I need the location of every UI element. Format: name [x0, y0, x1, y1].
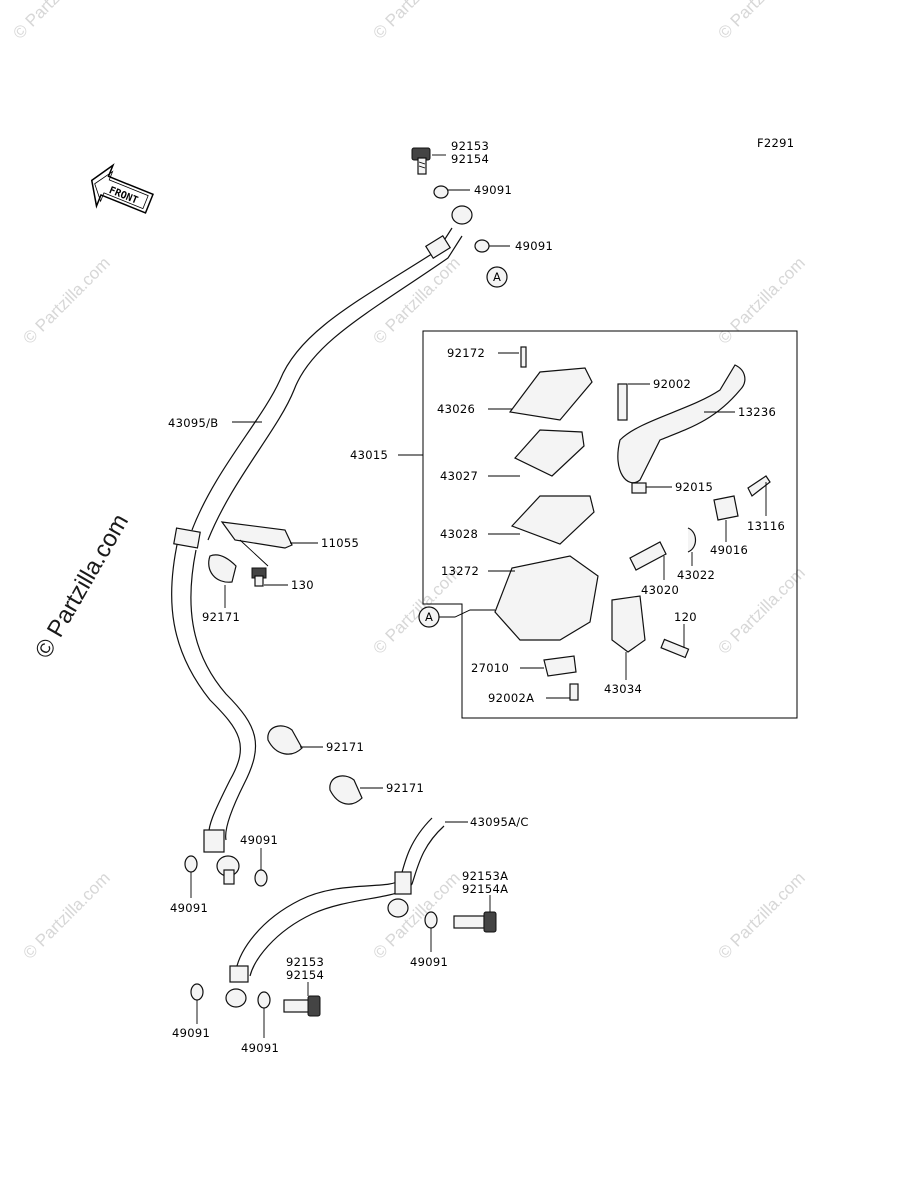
- banjo-bolt-top: [411, 147, 431, 175]
- watermark: © Partzilla.com: [19, 868, 113, 962]
- hose-clamp-c: [329, 775, 363, 805]
- label-43028: 43028: [440, 527, 478, 541]
- watermark: © Partzilla.com: [19, 253, 113, 347]
- label-130: 130: [291, 578, 314, 592]
- holder-43034: [611, 595, 646, 653]
- label-92172: 92172: [447, 346, 485, 360]
- label-49091: 49091: [410, 955, 448, 969]
- callout-a-top-label: A: [493, 270, 501, 284]
- bolt-120: [660, 638, 690, 659]
- label-43095-a-c: 43095A/C: [470, 815, 529, 829]
- label-92153a: 92153A: [462, 869, 508, 883]
- watermark: © Partzilla.com: [714, 0, 808, 43]
- label-13236: 13236: [738, 405, 776, 419]
- master-cylinder-body: [494, 555, 599, 641]
- front-arrow-icon: FRONT: [90, 163, 154, 214]
- label-43022: 43022: [677, 568, 715, 582]
- banjo-bolt-lower-right: [453, 911, 497, 933]
- watermark: © Partzilla.com: [714, 563, 808, 657]
- label-92153: 92153: [451, 139, 489, 153]
- callout-a-box-label: A: [425, 610, 433, 624]
- label-43027: 43027: [440, 469, 478, 483]
- callout-a-top: [486, 266, 508, 288]
- washer-top-a: [433, 185, 449, 199]
- label-49091: 49091: [172, 1026, 210, 1040]
- brake-hose-lower: [225, 817, 445, 1008]
- label-43034: 43034: [604, 682, 642, 696]
- label-49091: 49091: [241, 1041, 279, 1055]
- watermark-large: © Partzilla.com: [30, 509, 134, 663]
- watermark: © Partzilla.com: [9, 0, 103, 43]
- circlip-43022: [687, 527, 697, 553]
- reservoir-cap: [508, 367, 593, 421]
- hose-bracket: [208, 521, 293, 587]
- banjo-fitting-top: [451, 205, 473, 225]
- label-43095-b: 43095/B: [168, 416, 218, 430]
- clamp-27010: [543, 655, 577, 677]
- piston-43020: [629, 541, 667, 571]
- label-13116: 13116: [747, 519, 785, 533]
- brake-hose-upper: [171, 227, 463, 885]
- label-49091: 49091: [240, 833, 278, 847]
- label-92171: 92171: [326, 740, 364, 754]
- label-92171: 92171: [386, 781, 424, 795]
- switch-13116: [747, 475, 771, 497]
- nut-92015: [631, 482, 647, 494]
- label-92171: 92171: [202, 610, 240, 624]
- washer-lower-left: [184, 855, 198, 873]
- master-cylinder-assembly-outline: [422, 330, 798, 719]
- label-92002: 92002: [653, 377, 691, 391]
- label-27010: 27010: [471, 661, 509, 675]
- label-49091: 49091: [474, 183, 512, 197]
- watermark: © Partzilla.com: [369, 0, 463, 43]
- label-49091: 49091: [515, 239, 553, 253]
- washer-top-b: [474, 239, 490, 253]
- washer-bottom-mid: [257, 991, 271, 1009]
- watermark: © Partzilla.com: [714, 868, 808, 962]
- label-92015: 92015: [675, 480, 713, 494]
- figure-code: F2291: [757, 136, 794, 150]
- pivot-bolt-92002: [617, 383, 628, 421]
- part-labels: 92153 92154 49091 49091 43095/B 43015 92…: [168, 139, 785, 1055]
- diaphragm-plate: [514, 429, 585, 477]
- label-92154: 92154: [286, 968, 324, 982]
- screw-92172: [520, 346, 527, 368]
- watermark: © Partzilla.com: [714, 253, 808, 347]
- diaphragm: [510, 495, 595, 545]
- label-92154a: 92154A: [462, 882, 508, 896]
- watermark: © Partzilla.com: [369, 868, 463, 962]
- washer-lower-right: [424, 911, 438, 929]
- label-120: 120: [674, 610, 697, 624]
- label-92002a: 92002A: [488, 691, 534, 705]
- washer-bottom-left: [190, 983, 204, 1001]
- label-11055: 11055: [321, 536, 359, 550]
- watermark: © Partzilla.com: [369, 253, 463, 347]
- label-92153: 92153: [286, 955, 324, 969]
- label-49091: 49091: [170, 901, 208, 915]
- washer-lower-mid: [254, 869, 268, 887]
- label-49016: 49016: [710, 543, 748, 557]
- label-43026: 43026: [437, 402, 475, 416]
- label-43015: 43015: [350, 448, 388, 462]
- bolt-92002a: [569, 683, 579, 701]
- boot-49016: [713, 495, 739, 521]
- label-13272: 13272: [441, 564, 479, 578]
- leader-lines: [190, 154, 767, 1038]
- label-43020: 43020: [641, 583, 679, 597]
- hose-clamp-b: [267, 725, 303, 755]
- banjo-bolt-bottom: [283, 995, 321, 1017]
- label-92154: 92154: [451, 152, 489, 166]
